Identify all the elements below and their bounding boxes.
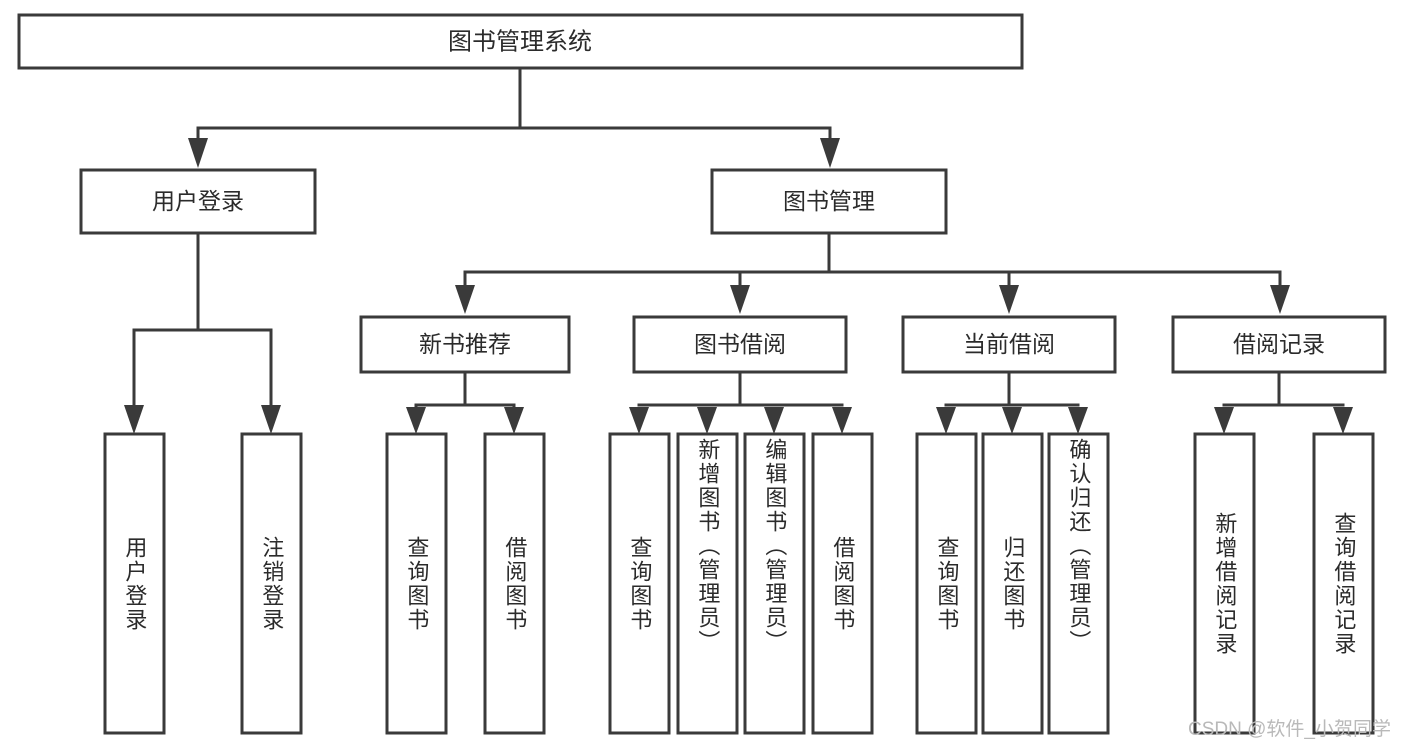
- node-book-borrow-label: 图书借阅: [694, 331, 786, 357]
- node-new-book-label: 新书推荐: [419, 331, 511, 357]
- node-book-manage-box[interactable]: [710, 168, 948, 235]
- leaf-box-borrow-edit[interactable]: [743, 432, 806, 735]
- arrowhead-leaf-user-logout: [261, 405, 281, 434]
- arrowhead-book-borrow: [730, 285, 750, 314]
- arrowhead-current-borrow: [999, 285, 1019, 314]
- arrowhead-user-login: [188, 138, 208, 168]
- leaf-box-current-query[interactable]: [915, 432, 978, 735]
- arrowhead-currentborrow-leaf-2: [1002, 407, 1022, 434]
- leaf-box-current-return[interactable]: [981, 432, 1044, 735]
- leaf-box-records-query[interactable]: [1312, 432, 1375, 735]
- arrowhead-bookborrow-leaf-3: [764, 407, 784, 434]
- node-book-manage-label: 图书管理: [783, 188, 875, 214]
- arrowhead-borrow-records: [1270, 285, 1290, 314]
- arrowhead-bookborrow-leaf-4: [832, 407, 852, 434]
- arrowhead-borrowrecords-leaf-1: [1214, 407, 1234, 434]
- leaf-box-borrow-query[interactable]: [608, 432, 671, 735]
- arrowhead-leaf-user-login: [124, 405, 144, 434]
- node-root-label: 图书管理系统: [448, 28, 592, 55]
- node-current-borrow-box[interactable]: [901, 315, 1117, 374]
- leaf-box-borrow-lend[interactable]: [811, 432, 874, 735]
- arrowhead-book-manage: [820, 138, 840, 168]
- leaf-box-newbook-query[interactable]: [385, 432, 448, 735]
- arrowhead-currentborrow-leaf-3: [1068, 407, 1088, 434]
- node-book-borrow-box[interactable]: [632, 315, 848, 374]
- arrowhead-newbook-leaf-1: [406, 407, 426, 434]
- node-user-login-label: 用户登录: [152, 188, 244, 214]
- node-current-borrow-label: 当前借阅: [963, 331, 1055, 357]
- node-new-book-box[interactable]: [359, 315, 571, 374]
- leaf-box-user-login[interactable]: [103, 432, 166, 735]
- arrowhead-new-book: [455, 285, 475, 314]
- leaf-box-current-confirm[interactable]: [1047, 432, 1110, 735]
- arrowhead-newbook-leaf-2: [504, 407, 524, 434]
- leaf-box-user-logout[interactable]: [240, 432, 303, 735]
- arrowhead-bookborrow-leaf-2: [697, 407, 717, 434]
- leaf-box-borrow-add[interactable]: [676, 432, 739, 735]
- arrowhead-bookborrow-leaf-1: [629, 407, 649, 434]
- arrowhead-currentborrow-leaf-1: [936, 407, 956, 434]
- leaf-box-records-add[interactable]: [1193, 432, 1256, 735]
- node-root-box[interactable]: [17, 13, 1024, 70]
- node-borrow-records-box[interactable]: [1171, 315, 1387, 374]
- node-borrow-records-label: 借阅记录: [1233, 331, 1325, 357]
- arrowhead-borrowrecords-leaf-2: [1333, 407, 1353, 434]
- leaf-box-newbook-borrow[interactable]: [483, 432, 546, 735]
